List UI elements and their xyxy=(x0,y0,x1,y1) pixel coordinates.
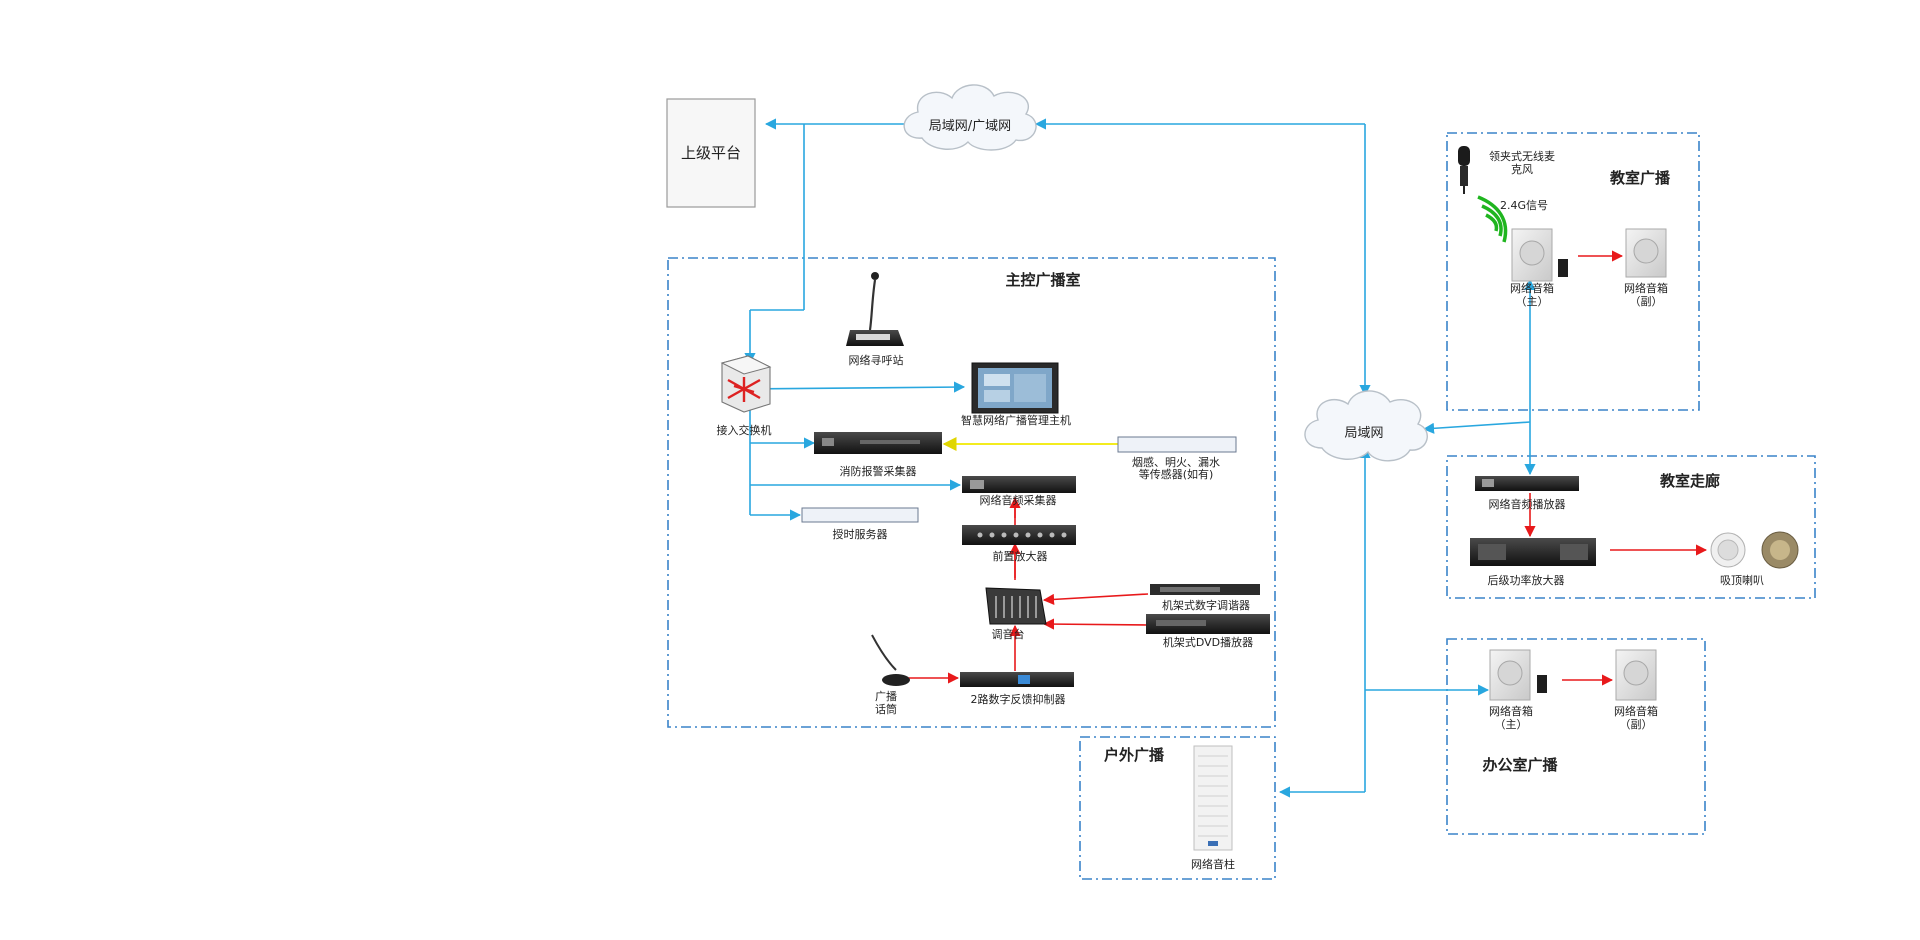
lav-mic-label-line1: 领夹式无线麦 xyxy=(1489,149,1555,163)
cloud-lan: 局域网 xyxy=(1304,390,1428,462)
paging-station-device xyxy=(846,272,904,346)
zone-outdoor-title: 户外广播 xyxy=(1104,746,1165,764)
paging-station-label: 网络寻呼站 xyxy=(849,353,904,367)
preamp-device xyxy=(962,525,1076,545)
mixer-device xyxy=(985,587,1047,625)
sensor-label-line1: 烟感、明火、漏水 xyxy=(1132,455,1220,469)
audio-collector-label: 网络音频采集器 xyxy=(980,493,1057,507)
wireless-signal-icon xyxy=(1477,195,1508,243)
zone-control-room xyxy=(667,257,1276,728)
office-speaker-main-tag: （主） xyxy=(1495,718,1528,731)
zone-office-title: 办公室广播 xyxy=(1482,756,1558,774)
zone-classroom-title: 教室广播 xyxy=(1609,169,1671,187)
office-speaker-sub-device xyxy=(1615,649,1657,701)
zone-outdoor xyxy=(1079,736,1276,880)
host-label: 智慧网络广播管理主机 xyxy=(961,413,1071,427)
dvd-device xyxy=(1146,614,1270,634)
feedback-suppressor-label: 2路数字反馈抑制器 xyxy=(971,692,1066,706)
classroom-speaker-sub-tag: （副） xyxy=(1630,295,1663,308)
access-switch-device xyxy=(720,355,772,413)
office-speaker-sub-tag: （副） xyxy=(1620,718,1653,731)
zone-corridor-title: 教室走廊 xyxy=(1659,472,1720,490)
classroom-speaker-main-tag: （主） xyxy=(1516,295,1549,308)
classroom-speaker-sub-label: 网络音箱 xyxy=(1624,281,1668,295)
upper-platform-box: 上级平台 xyxy=(666,98,756,208)
access-switch-label: 接入交换机 xyxy=(717,423,772,437)
mixer-label: 调音台 xyxy=(992,627,1025,641)
office-speaker-main-device xyxy=(1489,649,1547,701)
office-speaker-main-label: 网络音箱 xyxy=(1489,704,1533,718)
zone-office xyxy=(1446,638,1706,835)
cloud-wan: 局域网/广域网 xyxy=(903,84,1037,151)
classroom-speaker-main-device xyxy=(1511,228,1568,282)
net-player-label: 网络音频播放器 xyxy=(1489,497,1566,511)
power-amp-device xyxy=(1470,538,1596,566)
broadcast-mic-label-line1: 广播 xyxy=(875,689,897,703)
zone-corridor xyxy=(1446,455,1816,599)
ceiling-speaker-label: 吸顶喇叭 xyxy=(1720,573,1764,587)
net-player-device xyxy=(1475,476,1579,491)
classroom-speaker-sub-device xyxy=(1625,228,1667,278)
cloud-wan-label: 局域网/广域网 xyxy=(929,119,1011,134)
signal-label: 2.4G信号 xyxy=(1500,199,1548,212)
zone-classroom xyxy=(1446,132,1700,411)
audio-collector-device xyxy=(962,476,1076,493)
column-speaker-device xyxy=(1193,745,1233,851)
classroom-speaker-main-label: 网络音箱 xyxy=(1510,281,1554,295)
upper-platform-label: 上级平台 xyxy=(681,144,741,162)
cloud-lan-label: 局域网 xyxy=(1344,426,1383,441)
ceiling-speaker-device xyxy=(1710,531,1799,569)
dvd-label: 机架式DVD播放器 xyxy=(1163,635,1253,649)
host-device xyxy=(971,362,1059,414)
broadcast-mic-label-line2: 话筒 xyxy=(875,702,897,716)
power-amp-label: 后级功率放大器 xyxy=(1488,573,1565,587)
time-server-box xyxy=(801,507,919,523)
fire-collector-label: 消防报警采集器 xyxy=(840,464,917,478)
sensor-label-line2: 等传感器(如有) xyxy=(1139,467,1214,481)
zone-control-room-title: 主控广播室 xyxy=(1005,271,1080,289)
fire-collector-device xyxy=(814,432,942,454)
sensor-box xyxy=(1117,436,1237,453)
broadcast-mic-device xyxy=(871,634,910,686)
office-speaker-sub-label: 网络音箱 xyxy=(1614,704,1658,718)
preamp-label: 前置放大器 xyxy=(993,549,1048,563)
tuner-label: 机架式数字调谐器 xyxy=(1162,598,1250,612)
lav-mic-device xyxy=(1458,146,1470,194)
lav-mic-label-line2: 克风 xyxy=(1511,163,1533,176)
time-server-label: 授时服务器 xyxy=(833,527,888,541)
tuner-device xyxy=(1150,584,1260,595)
column-speaker-label: 网络音柱 xyxy=(1191,857,1235,871)
feedback-suppressor-device xyxy=(960,672,1074,687)
